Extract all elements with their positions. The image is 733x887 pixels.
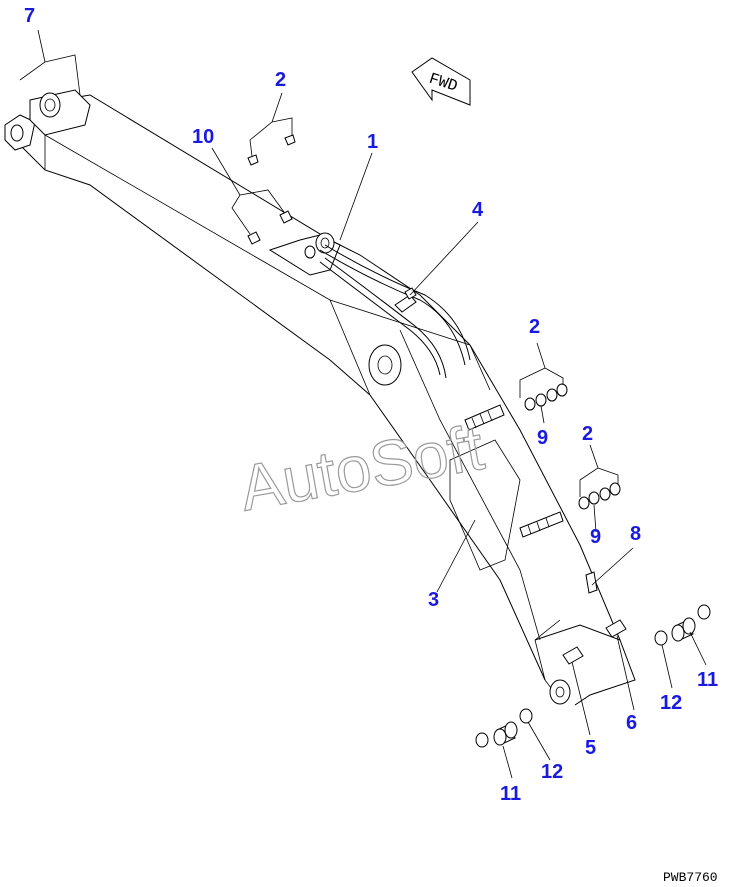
callout-12-right: 12	[660, 692, 682, 714]
callout-2-lower: 2	[582, 423, 593, 445]
callout-9-lower: 9	[590, 526, 601, 548]
bushing-set-left	[475, 708, 533, 748]
callout-5: 5	[585, 737, 596, 759]
hose-lines	[319, 244, 471, 379]
boom-foot	[4, 89, 91, 151]
drawing-code: PWB7760	[663, 870, 718, 885]
callout-2-top: 2	[275, 69, 286, 91]
cover-part-3	[449, 439, 521, 571]
callout-11-right: 11	[697, 669, 718, 691]
leader-lines	[19, 29, 707, 779]
callout-7: 7	[24, 5, 35, 27]
spacer-group-lower	[578, 482, 621, 510]
tip-parts	[549, 571, 627, 705]
bushing-set-right	[654, 604, 711, 646]
plate-rows	[464, 404, 564, 538]
callout-6: 6	[626, 712, 637, 734]
watermark: AutoSoft	[235, 411, 489, 525]
callouts: 7 2 10 1 4 2 9 2 9 8 3 11 12 6 5 12 11	[24, 5, 718, 805]
forward-direction-arrow: FWD	[411, 57, 471, 106]
callout-3: 3	[428, 589, 439, 611]
callout-12-left: 12	[541, 761, 563, 783]
callout-4: 4	[472, 199, 484, 221]
spacer-group-upper	[524, 383, 568, 411]
callout-1: 1	[367, 131, 378, 153]
fitting-parts-10	[247, 134, 296, 245]
clamp-part-4	[394, 287, 417, 313]
callout-8: 8	[630, 523, 641, 545]
cylinder-bracket	[268, 232, 402, 386]
callout-2-upper: 2	[529, 316, 540, 338]
callout-9-upper: 9	[537, 427, 548, 449]
callout-10: 10	[192, 126, 214, 148]
callout-11-left: 11	[500, 783, 521, 805]
